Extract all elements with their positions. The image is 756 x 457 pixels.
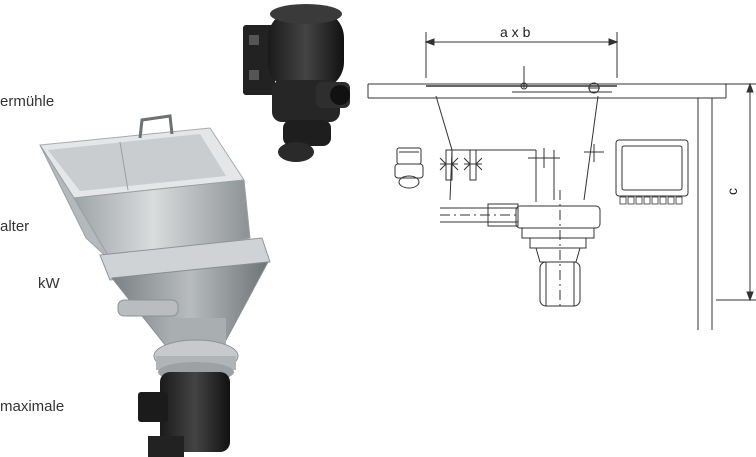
text-fragment-3: kW	[38, 275, 60, 292]
hopper-photo	[39, 114, 271, 457]
text-fragment-1: ermühle	[0, 93, 55, 110]
text-fragment-4: maximale	[0, 398, 65, 415]
dim-width-label: a x b	[500, 24, 531, 40]
motor-photo	[243, 4, 350, 162]
technical-drawing	[367, 32, 756, 330]
dim-height-label: c	[724, 188, 740, 195]
text-fragment-2: alter	[0, 218, 30, 235]
